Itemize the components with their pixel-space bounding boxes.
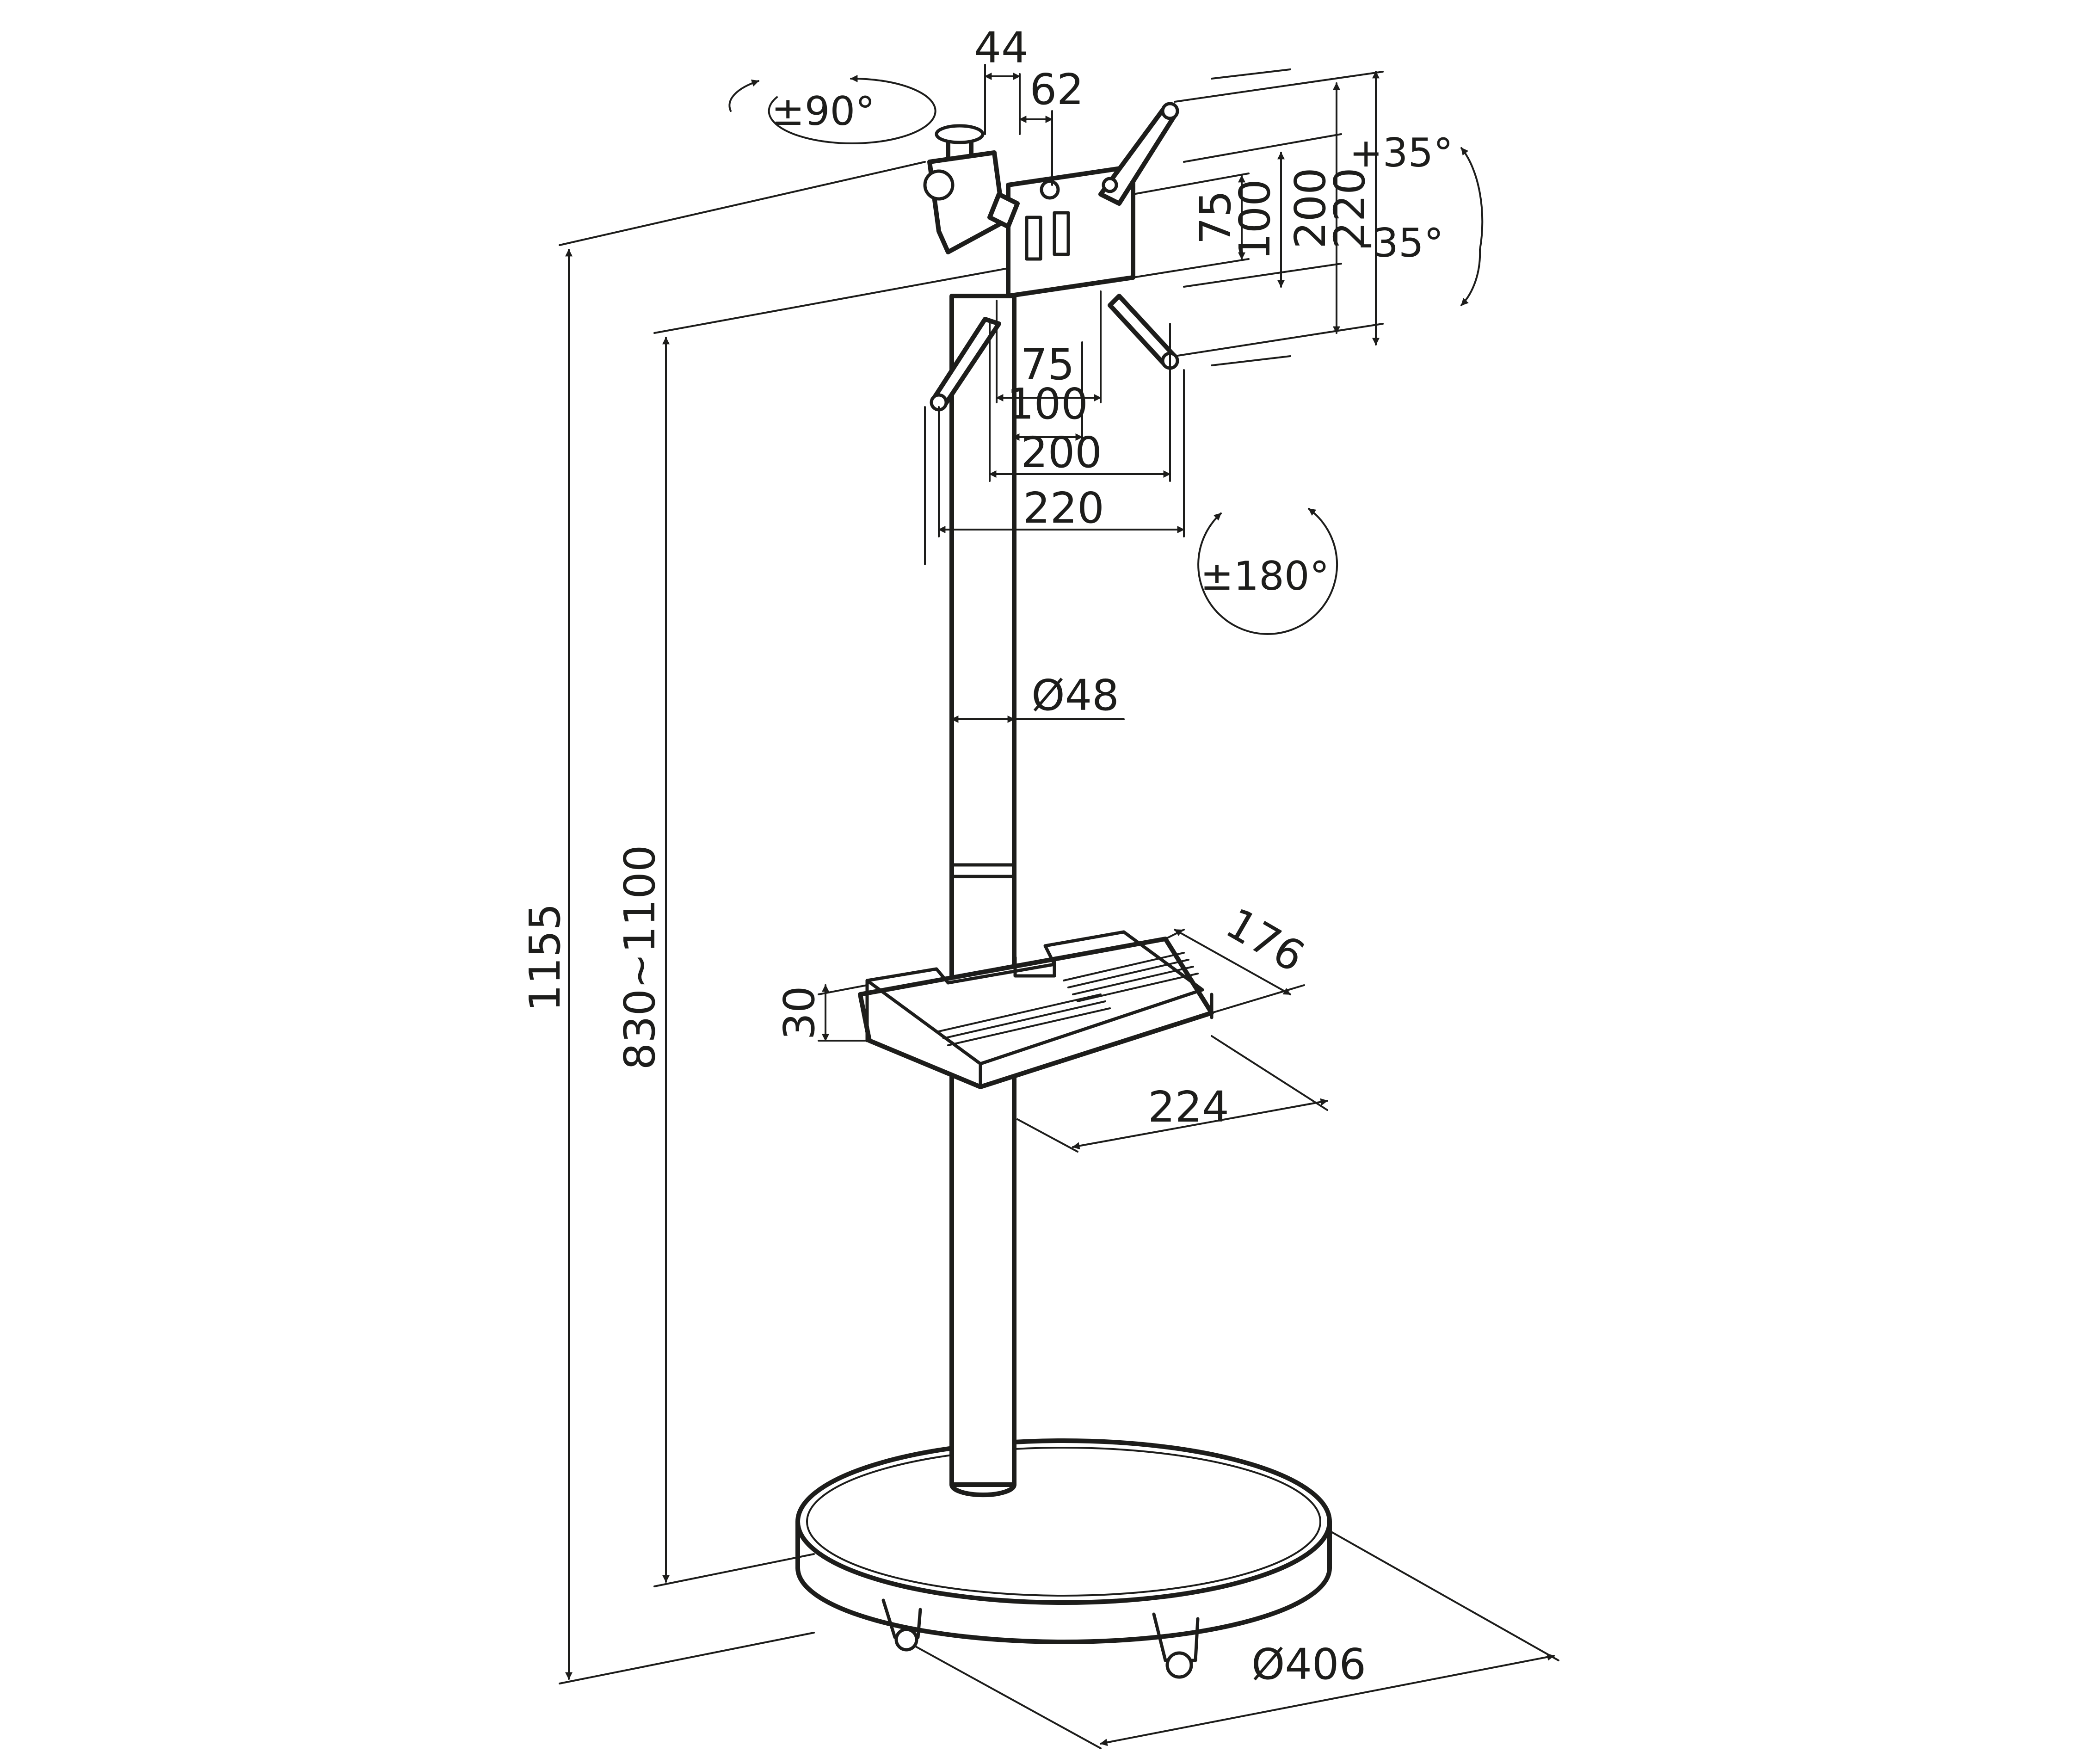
angle-labels: ±90° +35° -35° ±180° [771, 88, 1454, 599]
label-shelf-height: 30 [775, 986, 824, 1040]
label-vesa-h-100: 100 [1007, 379, 1088, 429]
dimension-labels: 44 62 75 100 200 220 75 100 200 220 Ø48 … [520, 23, 1374, 1689]
label-swivel: ±90° [771, 88, 875, 135]
label-vesa-v-100: 100 [1230, 179, 1280, 260]
pole [949, 294, 1016, 1498]
label-tilt-up: +35° [1349, 130, 1454, 176]
tilt-arrow [1460, 147, 1484, 306]
label-vesa-v-200: 200 [1286, 167, 1335, 249]
label-offset: 62 [1029, 65, 1084, 114]
rotation-arrow [1197, 508, 1338, 635]
label-pole-clamp-width: 44 [974, 23, 1028, 73]
label-vesa-h-220: 220 [1023, 483, 1104, 533]
caster-wheel-right [1152, 1612, 1200, 1679]
label-shelf-width: 224 [1148, 1082, 1229, 1132]
label-vesa-h-200: 200 [1021, 428, 1102, 477]
label-tilt-down: -35° [1359, 220, 1443, 266]
shelf-tray [858, 930, 1214, 1089]
round-base [795, 1438, 1332, 1644]
label-pole-diameter: Ø48 [1031, 671, 1119, 720]
label-total-height: 1155 [520, 903, 570, 1012]
label-vesa-v-75: 75 [1191, 190, 1240, 244]
swivel-arrow [728, 74, 936, 144]
caster-wheel-left [881, 1598, 922, 1652]
dimension-lines [559, 64, 1559, 1749]
label-rotation: ±180° [1200, 553, 1329, 599]
vesa-mount-head [923, 102, 1179, 412]
label-vesa-h-75: 75 [1020, 340, 1074, 389]
label-adjustable-height: 830~1100 [615, 845, 665, 1070]
label-vesa-v-220: 220 [1325, 167, 1374, 249]
label-base-diameter: Ø406 [1251, 1640, 1366, 1689]
label-shelf-depth: 176 [1218, 898, 1313, 981]
